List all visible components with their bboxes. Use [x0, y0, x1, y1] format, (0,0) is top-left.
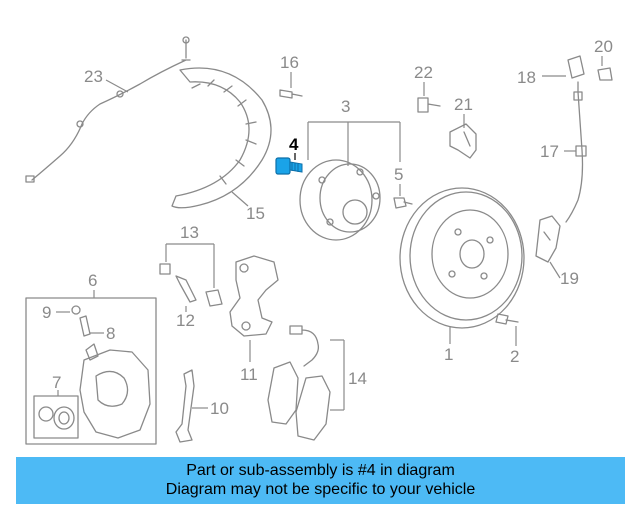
- parts-diagram: 23 15 16 3 4 5: [25, 36, 613, 445]
- callout-18[interactable]: 18: [517, 68, 536, 87]
- hub-mount-bolt-part: [393, 197, 413, 209]
- callout-3[interactable]: 3: [341, 97, 350, 116]
- callout-20[interactable]: 20: [594, 37, 613, 56]
- hub-bolt-part: [275, 157, 303, 175]
- caliper-group-box: [25, 297, 157, 445]
- callout-19[interactable]: 19: [560, 269, 579, 288]
- callout-13[interactable]: 13: [180, 223, 199, 242]
- callout-23[interactable]: 23: [84, 67, 103, 86]
- callout-22[interactable]: 22: [414, 63, 433, 82]
- callout-7[interactable]: 7: [52, 373, 61, 392]
- callout-17[interactable]: 17: [540, 142, 559, 161]
- callout-9[interactable]: 9: [42, 303, 51, 322]
- brake-hose-part: [565, 55, 613, 223]
- callout-21[interactable]: 21: [454, 95, 473, 114]
- abs-sensor-wire-part: [25, 36, 191, 183]
- disc-screw-part: [495, 313, 519, 325]
- caliper-seal-kit-part: [38, 406, 75, 430]
- shield-bolt-part: [279, 89, 303, 99]
- seal-kit-box: [33, 395, 79, 439]
- callout-8[interactable]: 8: [106, 324, 115, 343]
- banner-line-disclaimer: Diagram may not be specific to your vehi…: [165, 481, 476, 498]
- callout-6[interactable]: 6: [88, 271, 97, 290]
- callout-16[interactable]: 16: [280, 53, 299, 72]
- brake-disc-part: [399, 187, 525, 329]
- callout-11[interactable]: 11: [240, 365, 258, 384]
- brake-caliper-part: [79, 343, 151, 439]
- hose-bracket-part: [449, 123, 477, 159]
- brake-pads-part: [267, 361, 331, 441]
- callout-14[interactable]: 14: [348, 369, 367, 388]
- caliper-bolt-part: [417, 97, 441, 113]
- callout-12[interactable]: 12: [176, 311, 195, 330]
- hose-mount-bracket-part: [535, 215, 561, 263]
- callout-15[interactable]: 15: [246, 204, 265, 223]
- callout-4[interactable]: 4: [289, 135, 299, 154]
- callout-2[interactable]: 2: [510, 347, 519, 366]
- callout-5[interactable]: 5: [394, 165, 403, 184]
- callout-10[interactable]: 10: [210, 399, 229, 418]
- callout-1[interactable]: 1: [444, 345, 453, 364]
- wear-sensor-part: [289, 325, 320, 367]
- caliper-carrier-part: [229, 255, 279, 337]
- dust-shield-part: [171, 67, 272, 209]
- bleeder-screw-part: [79, 315, 91, 337]
- wheel-hub-part: [299, 159, 381, 241]
- bleeder-cap-part: [71, 305, 81, 315]
- banner-line-part-number: Part or sub-assembly is #4 in diagram: [186, 462, 455, 479]
- pad-spring-clip-part: [175, 369, 195, 443]
- info-banner: Part or sub-assembly is #4 in diagram Di…: [16, 457, 625, 504]
- guide-pin-kit-part: [159, 263, 223, 307]
